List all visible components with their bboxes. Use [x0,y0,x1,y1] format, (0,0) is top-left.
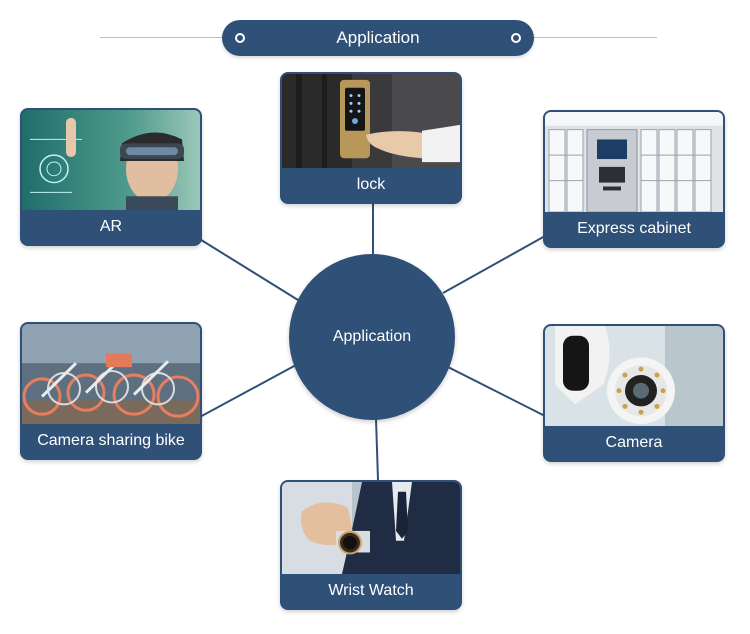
shared-bike-icon [22,324,200,424]
connector-watch [375,418,379,481]
wrist-watch-icon [282,482,460,574]
card-wrist-watch-label: Wrist Watch [282,574,460,608]
title-banner: Application [222,20,534,56]
hub-circle: Application [289,254,455,420]
vr-headset-person-icon [22,110,200,210]
connector-ar [197,237,299,301]
parcel-locker-icon [545,112,723,212]
banner-line-left [100,37,225,38]
card-camera-label: Camera [545,426,723,460]
connector-bike [197,364,297,419]
fingerprint-door-lock-icon [282,74,460,168]
card-ar[interactable]: AR [20,108,202,246]
banner-line-right [532,37,657,38]
banner-title: Application [336,28,420,47]
card-express-cabinet[interactable]: Express cabinet [543,110,725,248]
card-ar-label: AR [22,210,200,244]
banner-dot-right [511,33,521,43]
card-camera-sharing-bike[interactable]: Camera sharing bike [20,322,202,460]
connector-camera [447,366,546,417]
card-lock[interactable]: lock [280,72,462,204]
connector-express [442,235,546,294]
card-camera[interactable]: Camera [543,324,725,462]
card-express-cabinet-label: Express cabinet [545,212,723,246]
security-camera-icon [545,326,723,426]
banner-dot-left [235,33,245,43]
card-wrist-watch[interactable]: Wrist Watch [280,480,462,610]
card-lock-label: lock [282,168,460,202]
card-camera-sharing-bike-label: Camera sharing bike [22,424,200,458]
hub-label: Application [332,328,412,345]
